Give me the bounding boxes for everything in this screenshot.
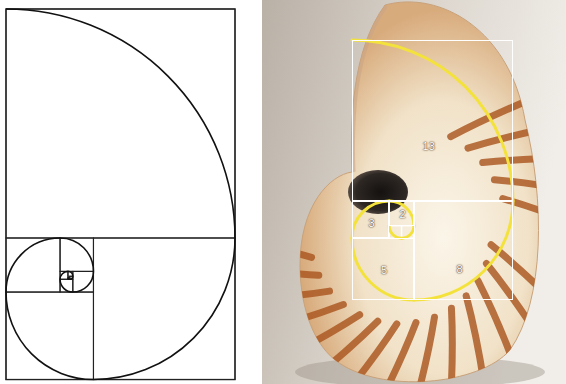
spiral-arc (6, 238, 60, 292)
small-square (402, 226, 414, 238)
fibonacci-square: 3 (352, 201, 389, 238)
golden-spiral-drawing (6, 9, 235, 380)
spiral-arc (389, 226, 401, 238)
shell-stripe (486, 263, 543, 344)
shell-stripe (231, 291, 329, 300)
nautilus-shell (300, 2, 539, 382)
spiral-arc (60, 238, 93, 271)
square-number: 2 (399, 209, 405, 220)
square (6, 9, 235, 238)
spiral-arc (60, 271, 68, 279)
shell-detail (218, 5, 566, 384)
shell-stripe (478, 281, 517, 372)
shell-stripe (450, 308, 452, 384)
square-number: 3 (369, 217, 375, 228)
spiral-arc (352, 40, 513, 201)
square-number: 8 (456, 264, 462, 275)
shell-stripe (249, 304, 343, 333)
square (6, 238, 60, 292)
square (68, 277, 70, 279)
spiral-arc (73, 271, 94, 292)
shell-stripes (218, 94, 566, 384)
square (73, 271, 94, 292)
shell-opening (348, 170, 408, 214)
fibonacci-square: 2 (389, 201, 414, 226)
spiral-arc (414, 201, 513, 300)
shell-stripe (221, 264, 319, 276)
spiral-arc (6, 292, 93, 379)
spiral-arc (402, 226, 414, 238)
square (93, 238, 235, 380)
lip-shade (351, 5, 385, 172)
small-square (389, 226, 401, 238)
shell-stripe (274, 315, 360, 363)
spiral-arc (6, 9, 235, 238)
spiral-arc (389, 201, 414, 226)
shell-stripe (304, 321, 378, 384)
square (68, 271, 73, 276)
shell-stripe (494, 180, 566, 195)
fibonacci-overlay (352, 40, 513, 300)
square-number: 13 (423, 140, 435, 151)
shell-stripe (468, 124, 566, 148)
spiral-arc (93, 238, 235, 380)
square (60, 238, 93, 271)
spiral-arc (68, 271, 73, 276)
shell-stripe (218, 226, 311, 258)
shell-stripe (466, 296, 485, 384)
spiral-arc (352, 238, 414, 300)
golden-rectangle (6, 9, 235, 380)
fibonacci-square: 5 (352, 238, 414, 300)
fibonacci-square: 13 (352, 40, 513, 201)
shell-stripe (483, 158, 566, 163)
spiral-arc (352, 201, 389, 238)
spiral-arc (70, 276, 73, 279)
square (60, 279, 73, 292)
square (6, 292, 93, 379)
fibonacci-square: 8 (414, 201, 513, 300)
spiral-arc (60, 279, 73, 292)
spiral-arc (68, 277, 70, 279)
square-number: 5 (381, 265, 387, 276)
square (60, 271, 68, 279)
